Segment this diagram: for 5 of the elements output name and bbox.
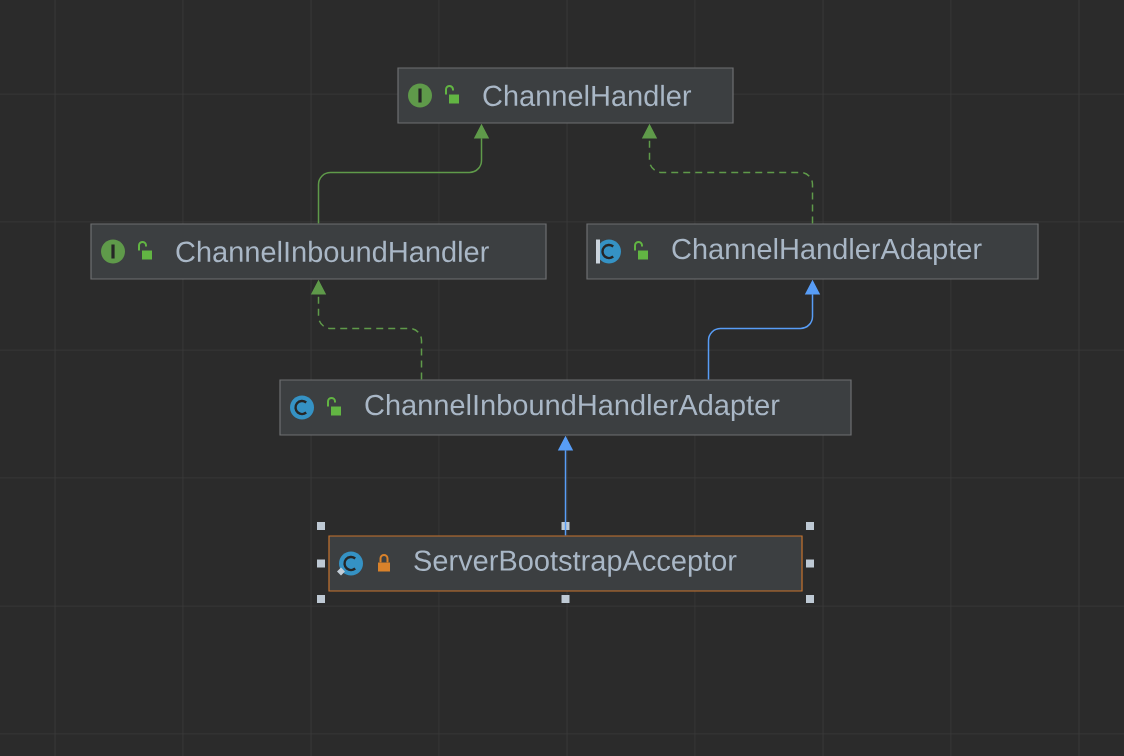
class-box: ChannelInboundHandler — [90, 223, 547, 280]
class-box: ChannelHandler — [397, 67, 734, 124]
class-box: ChannelInboundHandlerAdapter — [279, 379, 852, 436]
class-box: ChannelHandlerAdapter — [586, 223, 1039, 280]
class-box: ServerBootstrapAcceptor — [328, 535, 803, 592]
